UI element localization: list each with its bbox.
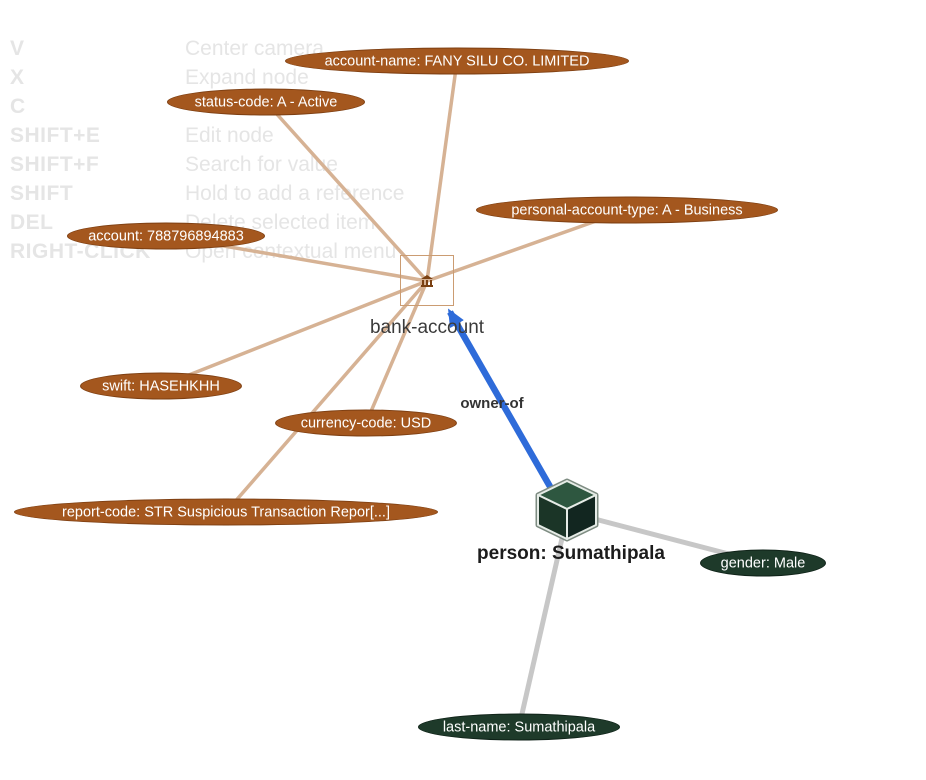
bank-icon — [421, 274, 433, 287]
edge-last-name — [516, 511, 571, 728]
edge-owner-of-relation[interactable] — [447, 308, 563, 506]
attribute-label: status-code: A - Active — [194, 94, 338, 110]
attribute-label: account-name: FANY SILU CO. LIMITED — [324, 53, 590, 69]
shortcut-key: C — [10, 94, 26, 118]
shortcut-key: DEL — [10, 210, 54, 234]
shortcut-action: Edit node — [185, 123, 274, 147]
edge-report-code — [224, 279, 429, 514]
legend-row: SHIFT+F Search for value — [10, 150, 404, 179]
attribute-label: personal-account-type: A - Business — [511, 202, 743, 218]
attribute-node-currency-code[interactable]: currency-code: USD — [275, 409, 457, 437]
edge-status-code — [264, 100, 429, 283]
shortcut-key: X — [10, 65, 25, 89]
legend-row: SHIFT Hold to add a reference — [10, 179, 404, 208]
bank-account-label: bank-account — [369, 317, 485, 338]
attribute-node-status-code[interactable]: status-code: A - Active — [167, 88, 365, 116]
attribute-label: gender: Male — [720, 555, 806, 571]
legend-row: SHIFT+E Edit node — [10, 121, 404, 150]
attribute-node-last-name[interactable]: last-name: Sumathipala — [418, 713, 620, 741]
attribute-node-account-name[interactable]: account-name: FANY SILU CO. LIMITED — [285, 47, 629, 75]
legend-row: V Center camera — [10, 34, 404, 63]
legend-row: X Expand node — [10, 63, 404, 92]
edge-currency-code — [364, 280, 429, 424]
person-label: person: Sumathipala — [477, 543, 665, 564]
shortcut-key: SHIFT+F — [10, 152, 100, 176]
shortcut-key: SHIFT — [10, 181, 74, 205]
shortcut-action: Center camera — [185, 36, 324, 60]
attribute-node-report-code[interactable]: report-code: STR Suspicious Transaction … — [14, 498, 438, 526]
person-cube-icon — [535, 478, 599, 542]
attribute-node-personal-account-type[interactable]: personal-account-type: A - Business — [476, 196, 778, 224]
edge-swift — [160, 279, 428, 388]
person-node[interactable] — [535, 477, 601, 546]
shortcut-key: V — [10, 36, 25, 60]
owner-of-edge-label: owner-of — [460, 395, 524, 412]
bank-account-node[interactable] — [400, 255, 454, 306]
shortcut-action: Search for value — [185, 152, 338, 176]
legend-row: C — [10, 92, 404, 121]
attribute-label: report-code: STR Suspicious Transaction … — [61, 504, 390, 520]
shortcut-action: Expand node — [185, 65, 309, 89]
shortcut-action: Hold to add a reference — [185, 181, 405, 205]
attribute-node-gender[interactable]: gender: Male — [700, 549, 826, 577]
attribute-label: account: 788796894883 — [88, 228, 244, 244]
edge-account-name — [425, 60, 459, 282]
attribute-node-account[interactable]: account: 788796894883 — [67, 222, 265, 250]
shortcut-legend: V Center camera X Expand node C SHIFT+E … — [10, 34, 404, 266]
attribute-label: last-name: Sumathipala — [442, 719, 596, 735]
attribute-label: currency-code: USD — [300, 415, 432, 431]
shortcut-key: SHIFT+E — [10, 123, 101, 147]
attribute-label: swift: HASEHKHH — [102, 378, 220, 394]
attribute-node-swift[interactable]: swift: HASEHKHH — [80, 372, 242, 400]
